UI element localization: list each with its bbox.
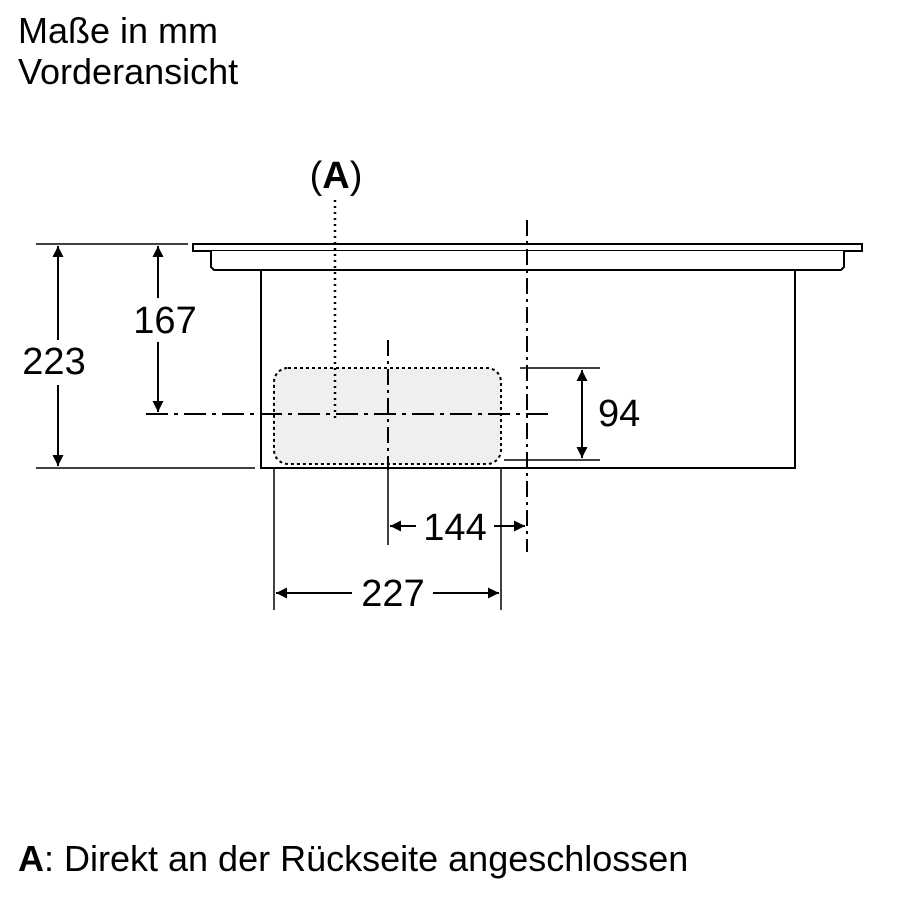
legend-key: A [18,838,44,879]
legend: A: Direkt an der Rückseite angeschlossen [18,838,688,880]
dim-label-167: 167 [133,300,196,342]
callout-label: (A) [310,155,363,197]
units-label: Maße in mm [18,10,219,51]
cooktop-glass-plate [192,243,863,252]
dim-label-144: 144 [423,507,486,549]
callout-open-paren: ( [310,155,323,197]
dim-label-223: 223 [22,341,85,383]
legend-text: : Direkt an der Rückseite angeschlossen [44,838,689,879]
header: Maße in mm Vorderansicht [18,10,238,92]
dim-label-227: 227 [361,573,424,615]
callout-close-paren: ) [350,155,363,197]
view-label: Vorderansicht [18,51,239,92]
callout-letter: A [322,155,349,197]
dim-label-94: 94 [598,393,640,435]
